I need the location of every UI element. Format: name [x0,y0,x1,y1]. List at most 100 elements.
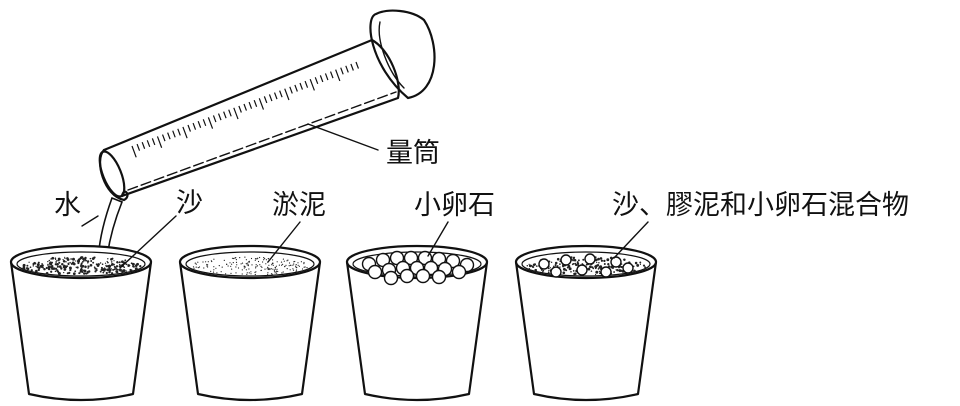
scale-tick [263,96,268,104]
grain [270,273,273,275]
grain [26,267,28,269]
grain [292,268,294,270]
grain [271,264,273,266]
grain [55,261,57,263]
grain [89,263,93,267]
grain [139,265,142,268]
grain [260,269,262,271]
scale-tick [228,109,232,117]
scale-tick [335,69,341,82]
grain [84,265,87,269]
grain [547,270,550,272]
grain [69,267,72,270]
water-leader-line [81,215,99,227]
grain [587,267,591,271]
grain [63,264,66,267]
grain [250,257,253,260]
pebbles-contents [361,250,475,286]
sand-label: 沙 [176,188,203,219]
grain [198,266,201,268]
scale-tick [212,115,217,123]
grain [131,262,135,266]
grain [72,272,76,276]
grain [245,259,247,261]
grain [294,260,296,263]
grain [110,268,112,270]
pebble [610,256,622,268]
grain [264,268,266,270]
grain [306,267,308,269]
grain [207,264,209,266]
grain [36,265,40,269]
grain [255,267,257,269]
grain [282,263,284,265]
grain [259,256,261,259]
grain [91,257,95,260]
grain [596,263,600,267]
grain [547,271,550,274]
scale-tick [167,132,171,140]
grain [118,263,121,266]
grain [205,261,207,263]
grain [56,269,59,272]
scale-tick [319,75,324,83]
grain [607,263,610,266]
grain [556,265,559,267]
grain [526,265,529,267]
grain [257,260,260,263]
grain [245,262,247,265]
grain [62,260,66,263]
grain [43,267,46,271]
grain [35,269,38,272]
pebble [576,264,588,276]
grain [28,261,30,263]
grain [72,257,75,261]
grain [213,258,215,260]
grain [623,258,626,262]
grain [244,266,246,268]
grain [298,265,300,267]
grain [67,263,70,266]
grain [107,265,110,268]
grain [634,261,638,265]
grain [572,270,575,272]
grain [99,262,102,264]
grain [99,270,102,273]
grain [193,267,195,269]
grain [75,260,77,262]
grain [92,261,95,264]
mixture-label: 沙、膠泥和小卵石混合物 [612,190,909,221]
cup-inner-rim [185,251,315,277]
grain [211,260,213,263]
grain [229,262,231,264]
grain [36,263,40,267]
grain [274,268,276,270]
grain [572,258,575,260]
sand-cup [9,244,153,402]
grain [559,263,561,265]
grain [30,269,33,272]
scale-tick [182,126,188,139]
grain [63,271,65,274]
grain [90,260,93,262]
scale-tick [197,120,202,128]
grain [585,263,588,266]
scale-tick [136,143,141,151]
grain [115,270,119,274]
pebble [560,254,572,266]
grain [550,261,553,264]
grain [528,264,532,268]
grain [286,260,288,262]
pebble [431,269,447,285]
pebble [399,268,415,284]
grain [123,266,126,269]
mixture-cup [514,244,658,402]
grain [250,271,252,273]
grain [296,267,298,269]
grain [272,264,274,266]
grain [535,265,538,267]
scale-tick [345,65,349,73]
grain [50,265,53,269]
scale-tick [253,99,258,107]
silt-cup [178,244,322,402]
